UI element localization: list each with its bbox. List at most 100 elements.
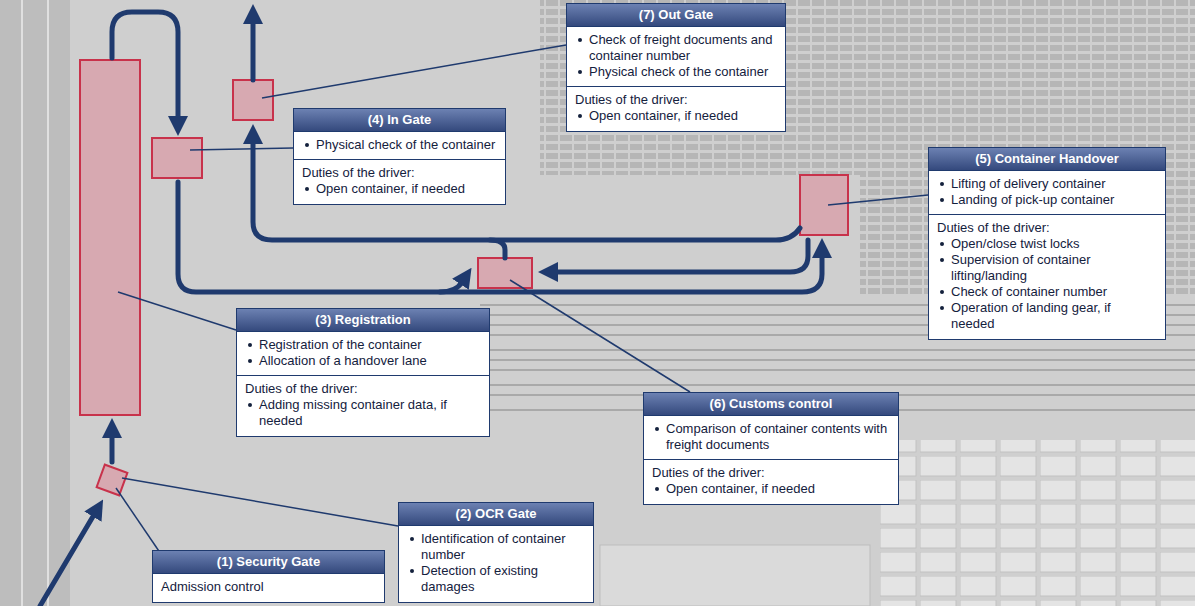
bullet-text: Open container, if needed <box>316 181 497 197</box>
bullet-text: Identification of container number <box>421 531 585 563</box>
bullet-dot <box>940 198 944 202</box>
plain-item: Admission control <box>161 579 376 595</box>
driver-duties: Duties of the driver:Open container, if … <box>644 459 898 503</box>
body-text: Duties of the driver: <box>652 465 890 481</box>
callout-heading: (1) Security Gate <box>159 554 378 570</box>
bullet-text: Operation of landing gear, if needed <box>951 300 1157 332</box>
callout-body: Lifting of delivery containerLanding of … <box>929 171 1165 214</box>
bullet-item: Check of container number <box>937 284 1157 300</box>
bullet-item: Open container, if needed <box>302 181 497 197</box>
callout-heading: (3) Registration <box>243 312 483 328</box>
gate-area <box>152 138 202 178</box>
bullet-item: Allocation of a handover lane <box>245 353 481 369</box>
callout-heading: (5) Container Handover <box>935 151 1159 167</box>
callout-body: Identification of container numberDetect… <box>399 526 593 601</box>
bullet-dot <box>940 242 944 246</box>
leader-lines <box>116 45 928 560</box>
bullet-dot <box>248 359 252 363</box>
bullet-text: Landing of pick-up container <box>951 192 1157 208</box>
bullet-text: Registration of the container <box>259 337 481 353</box>
bullet-text: Open container, if needed <box>666 481 890 497</box>
bullet-dot <box>940 306 944 310</box>
bullet-item: Check of freight documents and container… <box>575 32 777 64</box>
bullet-dot <box>940 290 944 294</box>
callout-heading: (6) Customs control <box>650 396 892 412</box>
plain-item: Duties of the driver: <box>937 220 1157 236</box>
callout-box: (5) Container HandoverLifting of deliver… <box>928 147 1166 340</box>
callout-box: (2) OCR GateIdentification of container … <box>398 502 594 603</box>
road-line <box>47 0 49 606</box>
callout-box: (1) Security GateAdmission control <box>152 550 385 603</box>
plain-item: Duties of the driver: <box>245 381 481 397</box>
callout-heading-band: (6) Customs control <box>644 393 898 416</box>
bullet-dot <box>248 403 252 407</box>
driver-duties: Duties of the driver:Adding missing cont… <box>237 375 489 435</box>
handover-area <box>800 175 848 235</box>
callout-box: (3) RegistrationRegistration of the cont… <box>236 308 490 437</box>
container-yard <box>540 0 1195 175</box>
bullet-text: Adding missing container data, if needed <box>259 397 481 429</box>
bullet-text: Detection of existing damages <box>421 563 585 595</box>
callout-body: Comparison of container contents with fr… <box>644 416 898 459</box>
registration-area <box>80 60 140 415</box>
body-text: Admission control <box>161 579 376 595</box>
callout-heading-band: (1) Security Gate <box>153 551 384 574</box>
bullet-item: Supervision of container lifting/landing <box>937 252 1157 284</box>
bullet-item: Open container, if needed <box>652 481 890 497</box>
callout-body: Admission control <box>153 574 384 601</box>
bullet-text: Supervision of container lifting/landing <box>951 252 1157 284</box>
bullet-dot <box>305 187 309 191</box>
bullet-item: Operation of landing gear, if needed <box>937 300 1157 332</box>
bullet-item: Comparison of container contents with fr… <box>652 421 890 453</box>
callout-heading-band: (3) Registration <box>237 309 489 332</box>
bullet-dot <box>578 38 582 42</box>
highway <box>0 0 70 606</box>
bullet-item: Physical check of the container <box>302 137 497 153</box>
callout-box: (4) In GatePhysical check of the contain… <box>293 108 506 205</box>
callout-body: Check of freight documents and container… <box>567 27 785 86</box>
plain-item: Duties of the driver: <box>302 165 497 181</box>
bullet-item: Detection of existing damages <box>407 563 585 595</box>
callout-heading-band: (2) OCR Gate <box>399 503 593 526</box>
road-line <box>21 0 23 606</box>
customs-area <box>478 258 532 288</box>
bullet-dot <box>655 487 659 491</box>
callout-heading-band: (4) In Gate <box>294 109 505 132</box>
callout-box: (7) Out GateCheck of freight documents a… <box>566 3 786 132</box>
bullet-text: Open/close twist locks <box>951 236 1157 252</box>
bullet-dot <box>578 114 582 118</box>
bullet-text: Physical check of the container <box>589 64 777 80</box>
callout-body: Physical check of the container <box>294 132 505 159</box>
body-text: Duties of the driver: <box>937 220 1157 236</box>
plain-item: Duties of the driver: <box>575 92 777 108</box>
bullet-item: Adding missing container data, if needed <box>245 397 481 429</box>
bullet-dot <box>940 182 944 186</box>
bullet-dot <box>248 343 252 347</box>
gate-area <box>97 465 128 496</box>
body-text: Duties of the driver: <box>575 92 777 108</box>
bullet-dot <box>410 569 414 573</box>
bullet-text: Lifting of delivery container <box>951 176 1157 192</box>
callout-body: Registration of the containerAllocation … <box>237 332 489 375</box>
body-text: Duties of the driver: <box>302 165 497 181</box>
bullet-dot <box>305 143 309 147</box>
bullet-text: Check of container number <box>951 284 1157 300</box>
bullet-text: Open container, if needed <box>589 108 777 124</box>
bullet-text: Allocation of a handover lane <box>259 353 481 369</box>
driver-duties: Duties of the driver:Open container, if … <box>294 159 505 203</box>
gate-area <box>233 80 273 120</box>
bullet-item: Physical check of the container <box>575 64 777 80</box>
bullet-item: Identification of container number <box>407 531 585 563</box>
bullet-item: Registration of the container <box>245 337 481 353</box>
bullet-dot <box>940 258 944 262</box>
callout-box: (6) Customs controlComparison of contain… <box>643 392 899 505</box>
warehouse <box>600 545 870 606</box>
callout-heading: (2) OCR Gate <box>405 506 587 522</box>
bullet-dot <box>578 70 582 74</box>
driver-duties: Duties of the driver:Open container, if … <box>567 86 785 130</box>
callout-heading: (4) In Gate <box>300 112 499 128</box>
bullet-text: Comparison of container contents with fr… <box>666 421 890 453</box>
callout-heading: (7) Out Gate <box>573 7 779 23</box>
plain-item: Duties of the driver: <box>652 465 890 481</box>
